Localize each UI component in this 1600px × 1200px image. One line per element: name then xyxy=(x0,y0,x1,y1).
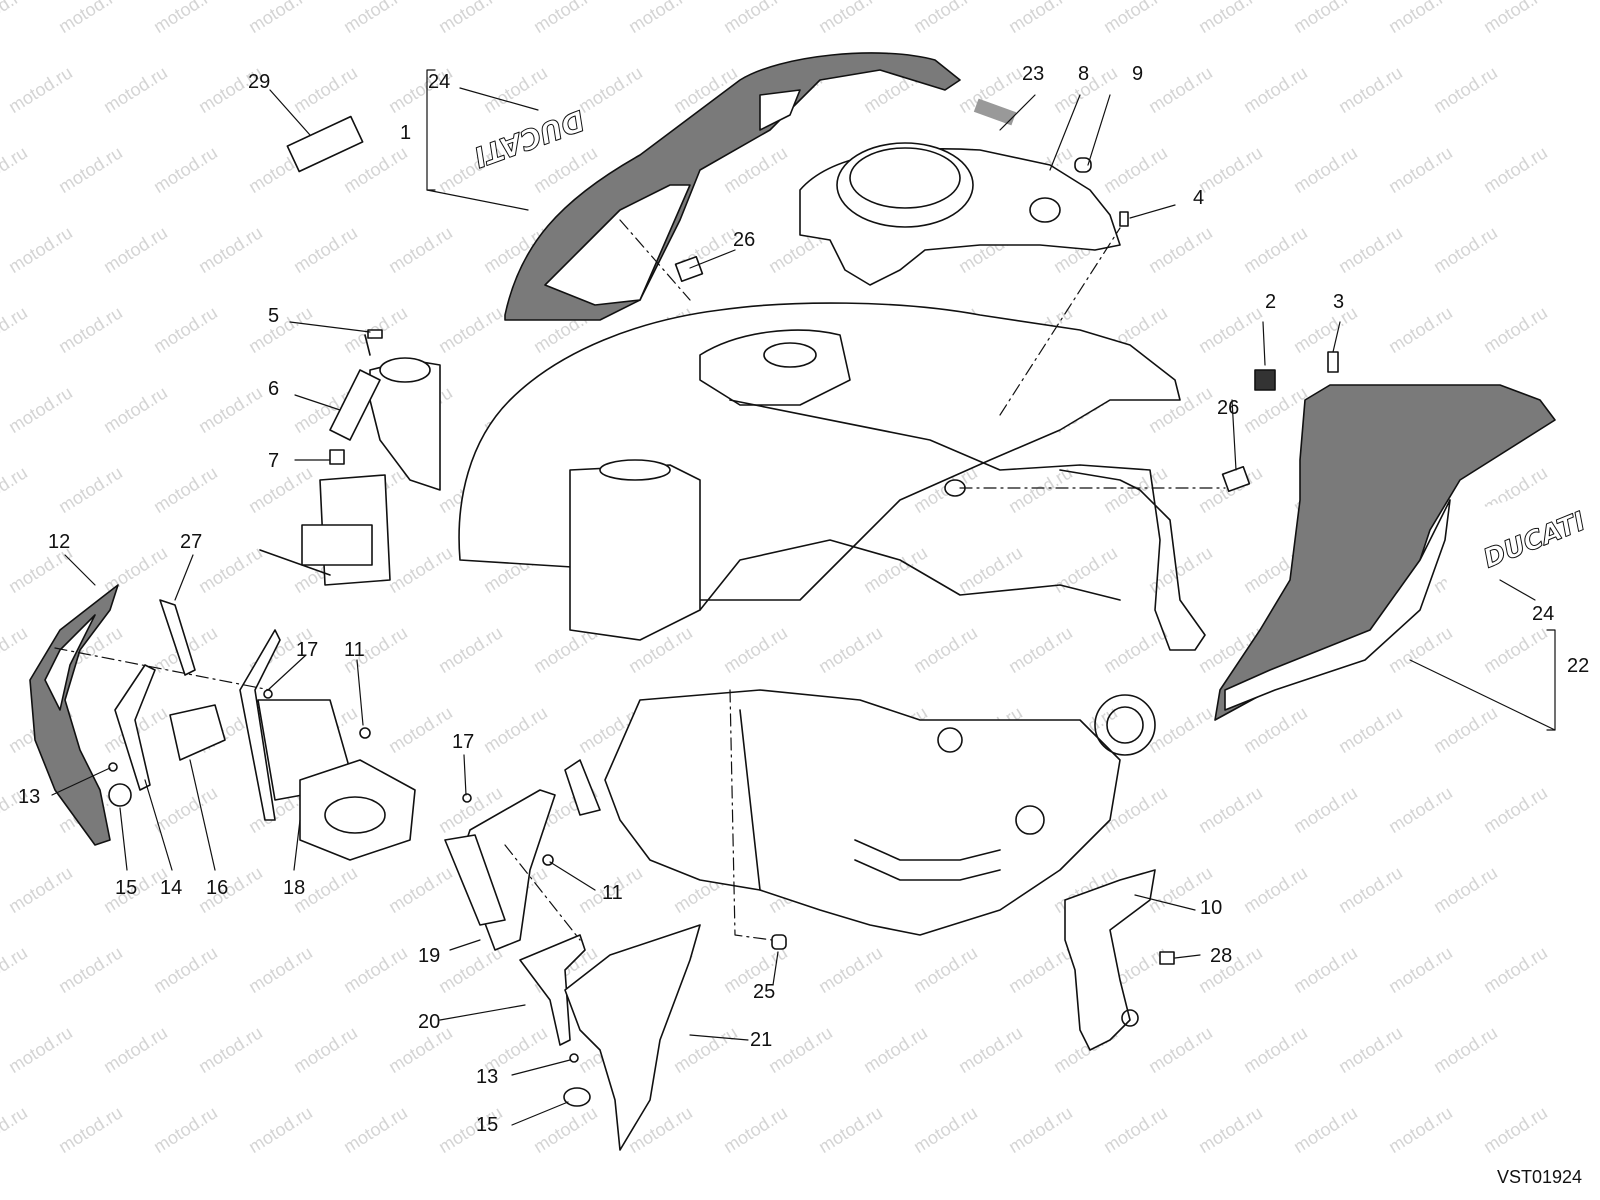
ducati-decal-left: DUCATI xyxy=(469,103,588,173)
callout-23: 23 xyxy=(1022,63,1045,85)
callout-11b: 11 xyxy=(602,882,623,904)
callout-20: 20 xyxy=(418,1011,441,1033)
callout-5: 5 xyxy=(268,305,280,327)
callout-17b: 17 xyxy=(452,731,475,753)
callout-2: 2 xyxy=(1265,291,1277,313)
callout-19: 19 xyxy=(418,945,441,967)
callout-24a: 24 xyxy=(428,71,451,93)
callout-16: 16 xyxy=(206,877,229,899)
assembly-lines xyxy=(54,219,1226,941)
fuel-pump-assembly xyxy=(259,334,441,586)
callout-27: 27 xyxy=(180,531,203,553)
callout-18: 18 xyxy=(283,877,306,899)
callout-7: 7 xyxy=(268,450,280,472)
tank-cover-left xyxy=(504,52,961,321)
side-panel-right xyxy=(1214,384,1560,721)
lower-fairing-parts xyxy=(444,789,701,1151)
drawing-code: VST01924 xyxy=(1496,1167,1582,1187)
callout-22: 22 xyxy=(1567,655,1590,677)
callout-24b: 24 xyxy=(1532,603,1555,625)
tank-top-cover xyxy=(799,142,1121,286)
fuel-tank xyxy=(458,302,1181,601)
frame-engine xyxy=(564,399,1206,936)
callout-6: 6 xyxy=(268,378,280,400)
callout-26a: 26 xyxy=(733,229,756,251)
callout-28: 28 xyxy=(1210,945,1233,967)
callout-17a: 17 xyxy=(296,639,319,661)
callout-21: 21 xyxy=(750,1029,773,1051)
callout-13b: 13 xyxy=(476,1066,499,1088)
duct-parts xyxy=(239,629,416,861)
callout-29: 29 xyxy=(248,71,271,93)
callout-15b: 15 xyxy=(476,1114,499,1136)
callout-10: 10 xyxy=(1200,897,1223,919)
engine-bracket xyxy=(1064,869,1156,1051)
callout-11a: 11 xyxy=(344,639,365,661)
callout-12: 12 xyxy=(48,531,71,553)
callout-14: 14 xyxy=(160,877,183,899)
leader-lines xyxy=(51,69,1556,1126)
callout-8: 8 xyxy=(1078,63,1090,85)
callout-15a: 15 xyxy=(115,877,138,899)
callout-13a: 13 xyxy=(18,786,41,808)
callout-4: 4 xyxy=(1193,187,1205,209)
callout-26b: 26 xyxy=(1217,397,1240,419)
callout-1: 1 xyxy=(400,122,412,144)
callout-25: 25 xyxy=(753,981,776,1003)
callout-9: 9 xyxy=(1132,63,1144,85)
left-fairing-parts xyxy=(29,584,226,846)
fasteners xyxy=(108,98,1339,1063)
callout-3: 3 xyxy=(1333,291,1345,313)
